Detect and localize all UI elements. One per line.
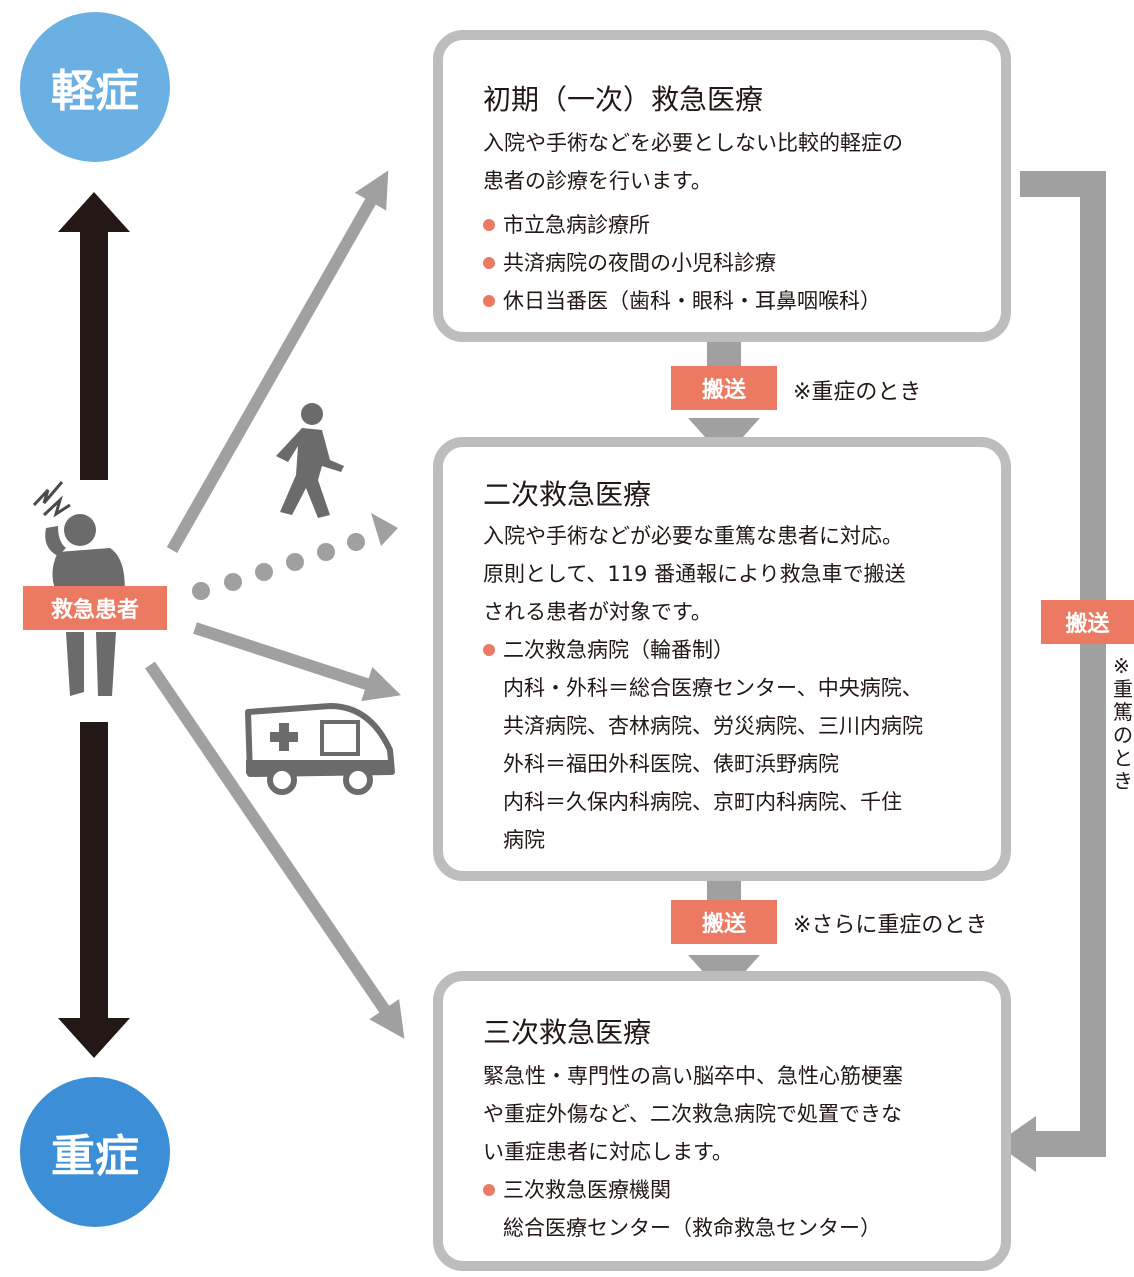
hospital-line: 内科・外科＝総合医療センター、中央病院、	[503, 676, 923, 700]
tertiary-list: 三次救急医療機関 総合医療センター（救命救急センター）	[483, 1171, 881, 1247]
transport-arrow-1-3	[996, 171, 1106, 1172]
tertiary-emergency-box: 三次救急医療 緊急性・専門性の高い脳卒中、急性心筋梗塞 や重症外傷など、二次救急…	[433, 971, 1011, 1271]
hospital-line: 内科＝久保内科病院、京町内科病院、千住	[503, 790, 902, 814]
secondary-list: 二次救急病院（輪番制） 内科・外科＝総合医療センター、中央病院、 共済病院、杏林…	[483, 631, 923, 859]
tertiary-detail: 総合医療センター（救命救急センター）	[503, 1216, 881, 1240]
severe-label: 重症	[51, 1131, 139, 1182]
arrow-to-tertiary	[145, 661, 405, 1039]
transport-tag-1-2: 搬送	[671, 366, 777, 410]
ambulance-icon	[245, 703, 395, 795]
hospital-line: 病院	[503, 828, 545, 852]
list-item: 二次救急病院（輪番制）	[483, 631, 923, 669]
list-item: 休日当番医（歯科・眼科・耳鼻咽喉科）	[483, 282, 881, 320]
severity-axis-arrow	[58, 192, 130, 1058]
transport-tag-1-3: 搬送	[1041, 600, 1134, 644]
primary-description: 入院や手術などを必要としない比較的軽症の 患者の診療を行います。	[483, 131, 903, 193]
patient-label: 救急患者	[23, 586, 167, 630]
severe-severity-circle: 重症	[20, 1077, 170, 1227]
primary-list: 市立急病診療所 共済病院の夜間の小児科診療 休日当番医（歯科・眼科・耳鼻咽喉科）	[483, 206, 881, 320]
note-first-to-second: ※重症のとき	[793, 380, 922, 405]
note-first-to-third: ※重篤のとき	[1113, 654, 1133, 793]
dotted-arrow-to-secondary	[192, 513, 398, 600]
primary-title: 初期（一次）救急医療	[483, 83, 764, 116]
secondary-description: 入院や手術などが必要な重篤な患者に対応。 原則として、119 番通報により救急車…	[483, 524, 906, 624]
transport-tag-2-3: 搬送	[671, 900, 777, 944]
primary-emergency-box: 初期（一次）救急医療 入院や手術などを必要としない比較的軽症の 患者の診療を行い…	[433, 30, 1011, 342]
hospital-line: 外科＝福田外科医院、俵町浜野病院	[503, 752, 839, 776]
secondary-title: 二次救急医療	[483, 478, 652, 511]
hospital-line: 共済病院、杏林病院、労災病院、三川内病院	[503, 714, 923, 738]
note-second-to-third: ※さらに重症のとき	[793, 913, 988, 938]
walking-person-icon	[276, 403, 344, 518]
list-item: 市立急病診療所	[483, 206, 881, 244]
mild-label: 軽症	[51, 66, 139, 117]
mild-severity-circle: 軽症	[20, 12, 170, 162]
list-item: 共済病院の夜間の小児科診療	[483, 244, 881, 282]
tertiary-title: 三次救急医療	[483, 1016, 652, 1049]
arrow-to-secondary	[193, 622, 401, 702]
list-item: 三次救急医療機関	[483, 1171, 881, 1209]
secondary-emergency-box: 二次救急医療 入院や手術などが必要な重篤な患者に対応。 原則として、119 番通…	[433, 437, 1011, 881]
tertiary-description: 緊急性・専門性の高い脳卒中、急性心筋梗塞 や重症外傷など、二次救急病院で処置でき…	[483, 1064, 903, 1164]
arrow-to-primary	[166, 170, 389, 553]
